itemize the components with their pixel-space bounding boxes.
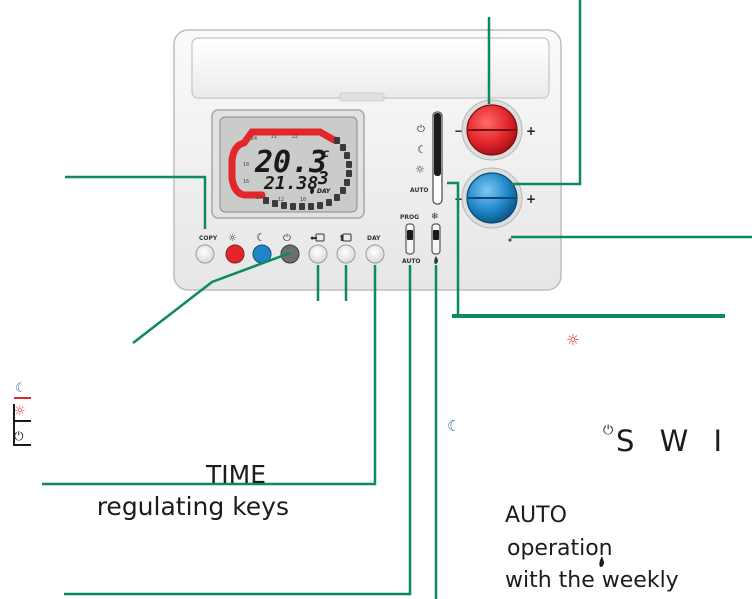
temperature-readout: 20.3: [254, 145, 327, 180]
reduced-knob-group: − +: [454, 167, 536, 229]
selector-legend: ☾ ☼ ⏻: [13, 381, 31, 446]
auto-heading: AUTO: [505, 503, 567, 528]
comfort-sun-icon: ☼: [566, 331, 579, 349]
time-forward-button[interactable]: [336, 244, 356, 264]
legend-moon-icon: ☾: [15, 381, 27, 396]
selector-auto-label: AUTO: [410, 187, 429, 194]
flame-icon: [599, 556, 604, 567]
scale-number: 24: [251, 136, 257, 142]
time-back-button[interactable]: [308, 244, 328, 264]
day-label: DAY: [317, 188, 331, 195]
reduced-symbol: ☾: [256, 231, 266, 244]
off-symbol: ⏻: [283, 233, 291, 244]
legend-off-icon: ⏻: [14, 429, 24, 443]
selector-reduced-symbol: ☾: [417, 143, 427, 156]
legend-sun-icon: ☼: [14, 404, 26, 419]
scale-number: 18: [243, 162, 249, 168]
weekly-text: with the weekly: [505, 568, 679, 593]
knob-plus: +: [526, 124, 536, 138]
thermostat-body: [173, 29, 562, 291]
selector-off-symbol: ⏻: [417, 124, 425, 135]
switch-heading: S W I: [616, 424, 730, 458]
knob-minus: −: [454, 124, 464, 138]
mode-selector: ⏻ ☾ ☼ AUTO: [410, 111, 443, 205]
knob-plus: +: [526, 192, 536, 206]
comfort-symbol: ☼: [228, 233, 237, 244]
prog-auto-switch: PROG AUTO: [400, 214, 421, 265]
svg-text:⬅: ⬅: [310, 234, 318, 244]
status-led: [508, 238, 512, 242]
mode-selector-slider[interactable]: [434, 113, 441, 176]
scale-number: 16: [243, 179, 249, 185]
schedule-segments: [263, 137, 352, 210]
day-key-label: DAY: [367, 235, 381, 242]
time-readout: 21.38: [263, 173, 318, 194]
scale-number: 22: [292, 134, 298, 140]
copy-label: COPY: [199, 235, 218, 242]
svg-text:⬆: ⬆: [338, 234, 346, 244]
auto-mode-label: AUTO: [402, 258, 421, 265]
day-button[interactable]: [365, 244, 385, 264]
switch-off-icon: ⏻: [603, 423, 613, 438]
scale-number: 14: [256, 195, 262, 201]
reduced-moon-icon: ☾: [447, 417, 460, 435]
flame-icon: [310, 186, 314, 194]
front-keys: COPY ☼ ☾ ⏻ ⬅ ⬆ DAY: [195, 231, 385, 264]
scale-number: 12: [278, 197, 284, 203]
scale-number: 21: [271, 134, 277, 140]
season-switch: ❄: [431, 212, 441, 264]
winter-icon: ❄: [431, 212, 439, 222]
scale-number: 10: [300, 197, 306, 203]
season-slider[interactable]: [433, 230, 439, 240]
comfort-knob-group: − +: [454, 99, 536, 161]
temperature-unit: °C: [318, 150, 330, 160]
lcd-display: 24 21 22 18 16 14 12 10 20.3 °C 21.38 3 …: [211, 109, 365, 219]
time-forward-icon: ⬆: [338, 233, 352, 244]
flame-icon: [434, 256, 438, 264]
selector-comfort-symbol: ☼: [415, 163, 425, 176]
time-label: TIME: [205, 460, 266, 489]
regulating-keys-label: regulating keys: [97, 492, 289, 521]
copy-button[interactable]: [195, 244, 215, 264]
day-number: 3: [317, 168, 329, 189]
prog-auto-slider[interactable]: [407, 230, 413, 240]
comfort-temperature-button[interactable]: [225, 244, 245, 264]
top-cover: [191, 37, 550, 99]
operation-text: operation: [507, 536, 613, 561]
prog-label: PROG: [400, 214, 419, 221]
leader-lines: [42, 0, 752, 599]
time-back-icon: ⬅: [310, 233, 325, 244]
